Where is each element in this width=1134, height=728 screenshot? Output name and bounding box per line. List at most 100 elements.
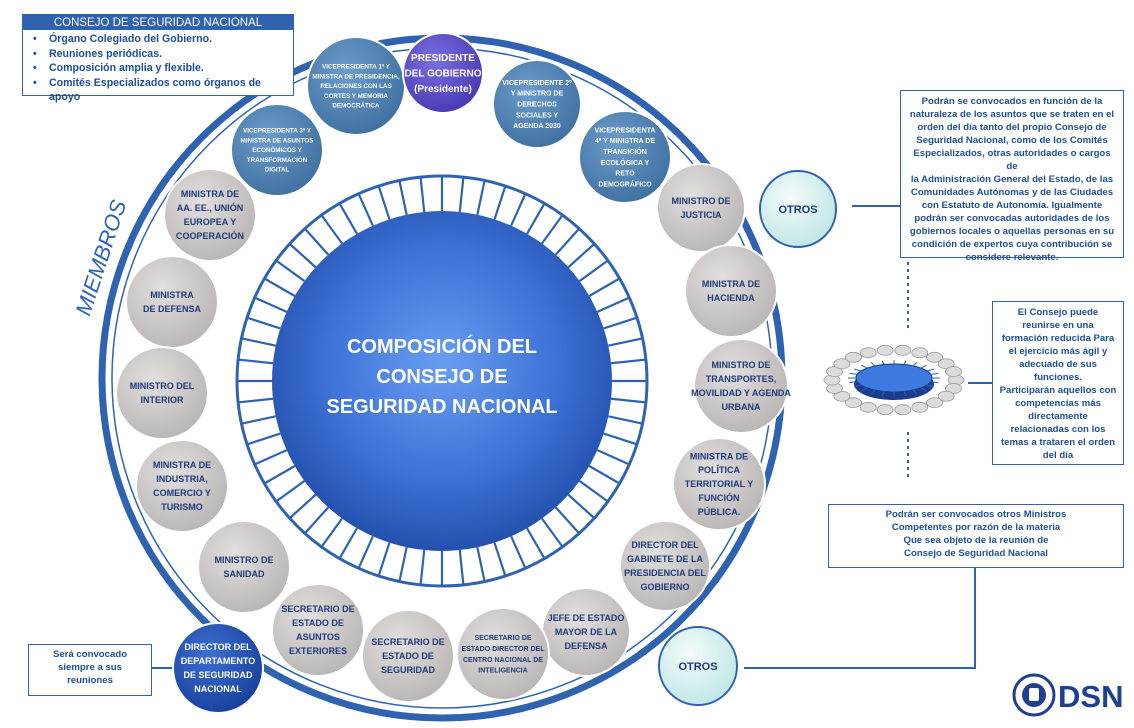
node-se-seguridad-circle [361, 609, 455, 703]
spring [247, 316, 281, 330]
other-ministers-note: Podrán ser convocados otros Ministros Co… [828, 504, 1124, 568]
note-line: formación reducida Para [1001, 333, 1115, 344]
spring [419, 178, 426, 213]
node-hacienda-circle [684, 244, 778, 338]
mini-spring [870, 389, 876, 394]
spring [289, 493, 317, 519]
dsn-logo: DSN [1012, 673, 1123, 717]
mini-spring [854, 384, 862, 388]
node-se-exteriores-circle [271, 583, 365, 677]
spring [304, 228, 330, 256]
mini-seat [876, 404, 894, 416]
spring [476, 181, 486, 215]
mini-seat [833, 390, 851, 402]
note-line: El Consejo puede [1017, 307, 1099, 318]
node-otros-top-circle [759, 170, 837, 248]
spring [588, 465, 620, 484]
spring [304, 506, 330, 534]
note-line: naturaleza de los asuntos que se traten … [909, 109, 1115, 120]
spring [255, 297, 288, 313]
note-line: Competentes por razón de la materia [891, 522, 1061, 533]
spring [596, 297, 629, 313]
note-line: Podrán ser convocados otros Ministros [885, 509, 1067, 520]
spring [242, 415, 276, 425]
summary-item: Órgano Colegiado del Gobierno. [33, 32, 293, 47]
summary-item: Composición amplia y flexible. [33, 61, 293, 76]
note-line: podrán ser convocadas autoridades de los [914, 213, 1110, 224]
spring [554, 506, 580, 534]
spring [242, 337, 276, 347]
note-line: relacionadas con los [1010, 424, 1106, 435]
other-authorities-note: Podrán se convocados en función de la na… [900, 90, 1124, 263]
mini-seat [911, 401, 929, 413]
summary-item: Comités Especializados como órganos de a… [33, 76, 293, 105]
connector-otros-bottom [744, 568, 976, 669]
note-line: temas a trataren el orden [1000, 437, 1116, 448]
spring [526, 527, 545, 559]
mini-spring [861, 364, 868, 369]
note-line: siempre a sus [58, 662, 122, 673]
spring [264, 278, 296, 297]
spring [239, 358, 274, 365]
mini-spring [912, 362, 918, 367]
mini-spring [870, 362, 876, 367]
spring [458, 178, 465, 213]
mini-spring [849, 381, 858, 384]
node-vp4-circle [578, 110, 672, 204]
note-line: Que sea objeto de la reunión de [903, 535, 1049, 546]
council-summary-list: Órgano Colegiado del Gobierno. Reuniones… [23, 32, 293, 105]
mini-spring [849, 372, 858, 375]
node-dsn-director-circle [172, 622, 264, 714]
node-industria-circle [135, 439, 229, 533]
dsn-director-note: Será convocado siempre a sus reuniones [28, 644, 152, 696]
mini-seat [894, 344, 912, 356]
spring [493, 542, 507, 576]
node-otros-bottom: OTROS [658, 626, 738, 706]
mini-seat [937, 358, 955, 370]
spring [596, 449, 629, 465]
mini-seat [911, 347, 929, 359]
spring [289, 243, 317, 269]
mini-seat [894, 404, 912, 416]
spring [276, 480, 306, 502]
note-line: gobiernos locales o aquellas personas en… [909, 226, 1115, 237]
node-gabinete-circle [619, 520, 711, 612]
node-otros-top-label: OTROS [778, 204, 817, 216]
mini-spring [920, 387, 927, 392]
spring [377, 186, 391, 220]
spring [458, 549, 465, 584]
spring [588, 278, 620, 297]
mini-spring [930, 381, 939, 384]
node-exteriores-circle [163, 168, 257, 262]
note-line: condición de expertos cuya contribución … [911, 239, 1113, 250]
mini-seat [833, 358, 851, 370]
note-line: con Estatuto de Autonomía. Igualmente [921, 200, 1103, 211]
spring [603, 432, 637, 446]
